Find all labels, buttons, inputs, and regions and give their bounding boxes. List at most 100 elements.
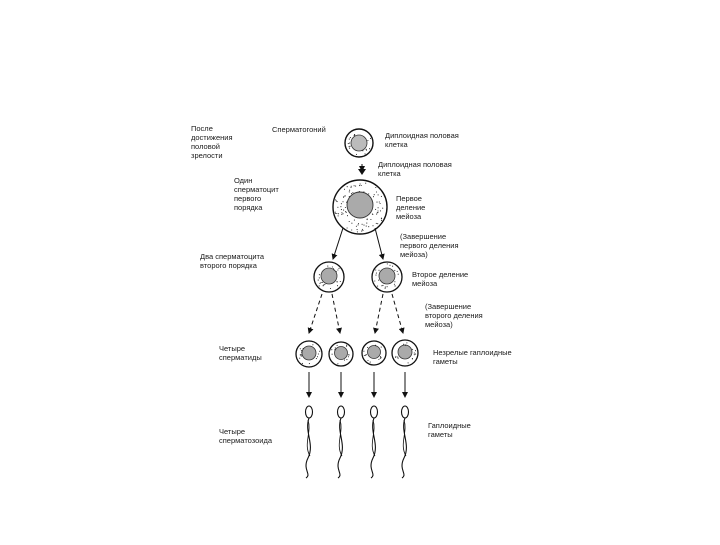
stipple-dot: [334, 349, 335, 350]
stipple-dot: [340, 206, 341, 207]
stipple-dot: [370, 362, 371, 363]
stipple-dot: [303, 348, 304, 349]
stipple-dot: [361, 185, 362, 186]
stipple-dot: [322, 282, 323, 283]
stipple-dot: [376, 273, 377, 274]
stipple-dot: [355, 186, 356, 187]
stipple-dot: [337, 207, 338, 208]
stipple-dot: [309, 363, 310, 364]
stipple-dot: [341, 203, 342, 204]
arrow-to-secondary-left: [333, 228, 343, 259]
stipple-dot: [346, 212, 347, 213]
stipple-dot: [341, 212, 342, 213]
stipple-dot: [343, 210, 344, 211]
stipple-dot: [381, 347, 382, 348]
stipple-dot: [345, 207, 346, 208]
stipple-dot: [346, 202, 347, 203]
stipple-dot: [336, 271, 337, 272]
stipple-dot: [412, 349, 413, 350]
stipple-dot: [395, 357, 396, 358]
stipple-dot: [351, 223, 352, 224]
secondary-spermatocyte-left: [314, 262, 344, 292]
stipple-dot: [319, 274, 320, 275]
label-haploid-gametes: Гаплоидные гаметы: [428, 421, 471, 439]
stipple-dot: [376, 223, 377, 224]
stipple-dot: [346, 346, 347, 347]
stipple-dot: [318, 280, 319, 281]
stipple-dot: [338, 215, 339, 216]
stipple-dot: [364, 153, 365, 154]
stipple-dot: [357, 231, 358, 232]
stipple-dot: [351, 186, 352, 187]
stipple-dot: [349, 221, 350, 222]
stipple-dot: [376, 202, 377, 203]
stipple-dot: [380, 356, 381, 357]
stipple-dot: [406, 342, 407, 343]
spermatid-3: [362, 341, 386, 365]
stipple-dot: [374, 194, 375, 195]
stipple-dot: [319, 351, 320, 352]
stipple-dot: [335, 199, 336, 200]
stipple-dot: [395, 356, 396, 357]
stipple-dot: [377, 286, 378, 287]
stipple-dot: [366, 223, 367, 224]
stipple-dot: [334, 269, 335, 270]
arrow-to-secondary-right: [375, 228, 383, 259]
arrowhead-down-icon: [358, 169, 366, 175]
stipple-dot: [405, 345, 406, 346]
stipple-dot: [351, 193, 352, 194]
stipple-dot: [372, 225, 373, 226]
stipple-dot: [347, 227, 348, 228]
stipple-dot: [336, 213, 337, 214]
label-two-secondary-spermatocytes: Два сперматоцита второго порядка: [200, 252, 264, 270]
stipple-dot: [366, 354, 367, 355]
primary-spermatocyte-cell: [333, 180, 387, 234]
label-one-primary-spermatocyte: Один сперматоцит первого порядка: [234, 176, 279, 212]
stipple-dot: [412, 358, 413, 359]
stipple-dot: [377, 223, 378, 224]
stipple-dot: [346, 359, 347, 360]
stipple-dot: [378, 280, 379, 281]
stipple-dot: [387, 286, 388, 287]
stipple-dot: [344, 189, 345, 190]
stipple-dot: [377, 210, 378, 211]
stipple-dot: [349, 190, 350, 191]
label-four-spermatids: Четыре сперматиды: [219, 344, 262, 362]
stipple-dot: [338, 268, 339, 269]
stipple-dot: [367, 347, 368, 348]
stipple-dot: [337, 345, 338, 346]
stipple-dot: [382, 208, 383, 209]
label-completion-first-division: (Завершение первого деления мейоза): [400, 232, 459, 259]
stipple-dot: [361, 231, 362, 232]
stipple-dot: [317, 356, 318, 357]
stipple-dot: [349, 139, 350, 140]
stipple-dot: [378, 359, 379, 360]
stipple-dot: [335, 212, 336, 213]
stipple-dot: [415, 354, 416, 355]
stipple-dot: [351, 229, 352, 230]
spermatozoa: [306, 406, 409, 478]
secondary-spermatocyte-right: [372, 262, 402, 292]
stipple-dot: [369, 148, 370, 149]
stipple-dot: [387, 263, 388, 264]
stipple-dot: [378, 194, 379, 195]
stipple-dot: [341, 209, 342, 210]
stipple-dot: [301, 354, 302, 355]
stipple-dot: [350, 137, 351, 138]
stipple-dot: [381, 218, 382, 219]
stipple-dot: [394, 270, 395, 271]
stipple-dot: [333, 268, 334, 269]
stipple-dot: [350, 187, 351, 188]
stipple-dot: [356, 154, 357, 155]
stipple-dot: [376, 214, 377, 215]
stipple-dot: [346, 345, 347, 346]
label-four-spermatozoa: Четыре сперматозоида: [219, 427, 272, 445]
stipple-dot: [348, 143, 349, 144]
stipple-dot: [414, 352, 415, 353]
stipple-dot: [301, 352, 302, 353]
stipple-dot: [332, 266, 333, 267]
stipple-dot: [342, 213, 343, 214]
stipple-dot: [375, 275, 376, 276]
stipple-dot: [330, 288, 331, 289]
